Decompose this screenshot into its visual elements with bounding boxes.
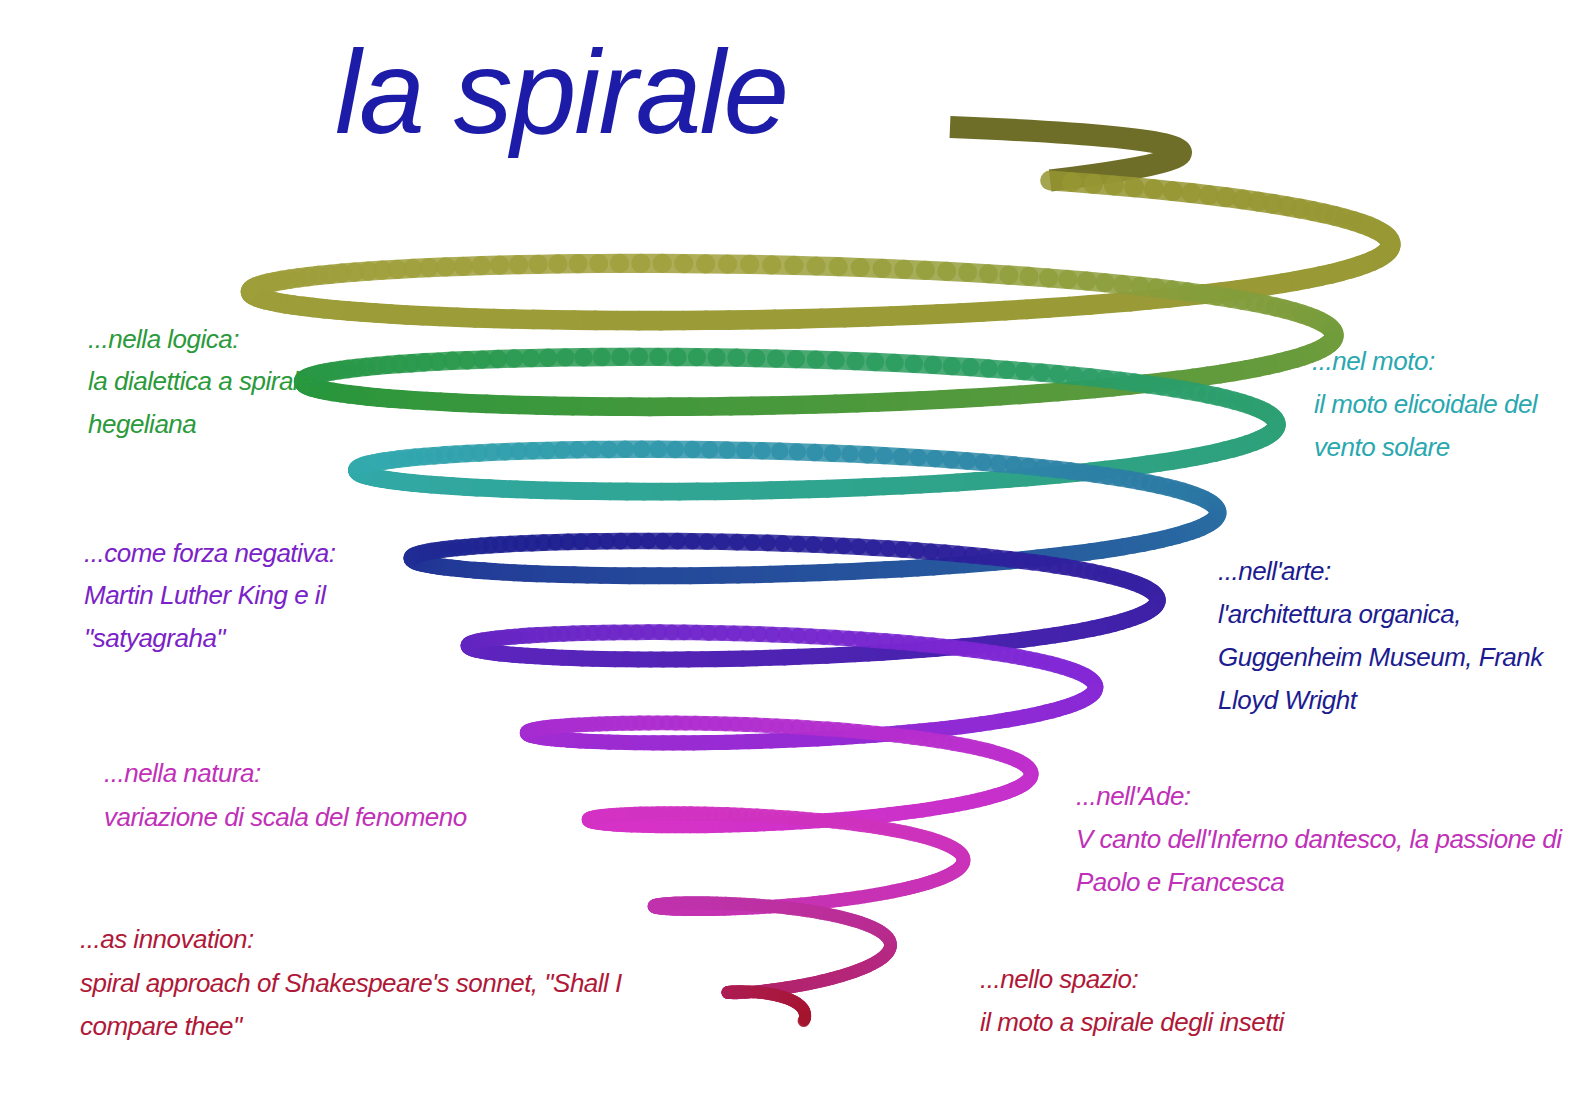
topic-note: spiral approach of Shakespeare's sonnet,… (80, 962, 680, 1048)
topic-heading: ...nell'arte: (1218, 550, 1518, 593)
topic-heading: ...nella logica: (88, 318, 388, 361)
topic-heading: ...nella natura: (104, 752, 404, 795)
topic-note: il moto elicoidale del vento solare (1314, 383, 1564, 469)
title: la spirale (335, 22, 787, 164)
topic-heading: ...come forza negativa: (84, 532, 404, 575)
topic-note: Martin Luther King e il "satyagraha" (84, 574, 404, 660)
topic-note: la dialettica a spirale hegeliana (88, 360, 368, 446)
topic-note: il moto a spirale degli insetti (980, 1001, 1420, 1044)
topic-note: variazione di scala del fenomeno (104, 796, 564, 839)
spiral-ribbon (798, 1019, 810, 1020)
topic-heading: ...nel moto: (1312, 340, 1572, 383)
topic-heading: ...nell'Ade: (1076, 775, 1376, 818)
topic-heading: ...as innovation: (80, 918, 400, 961)
topic-heading: ...nello spazio: (980, 958, 1280, 1001)
topic-note: V canto dell'Inferno dantesco, la passio… (1076, 818, 1566, 904)
spiral-ribbon (798, 1020, 811, 1021)
topic-note: l'architettura organica, Guggenheim Muse… (1218, 593, 1558, 722)
